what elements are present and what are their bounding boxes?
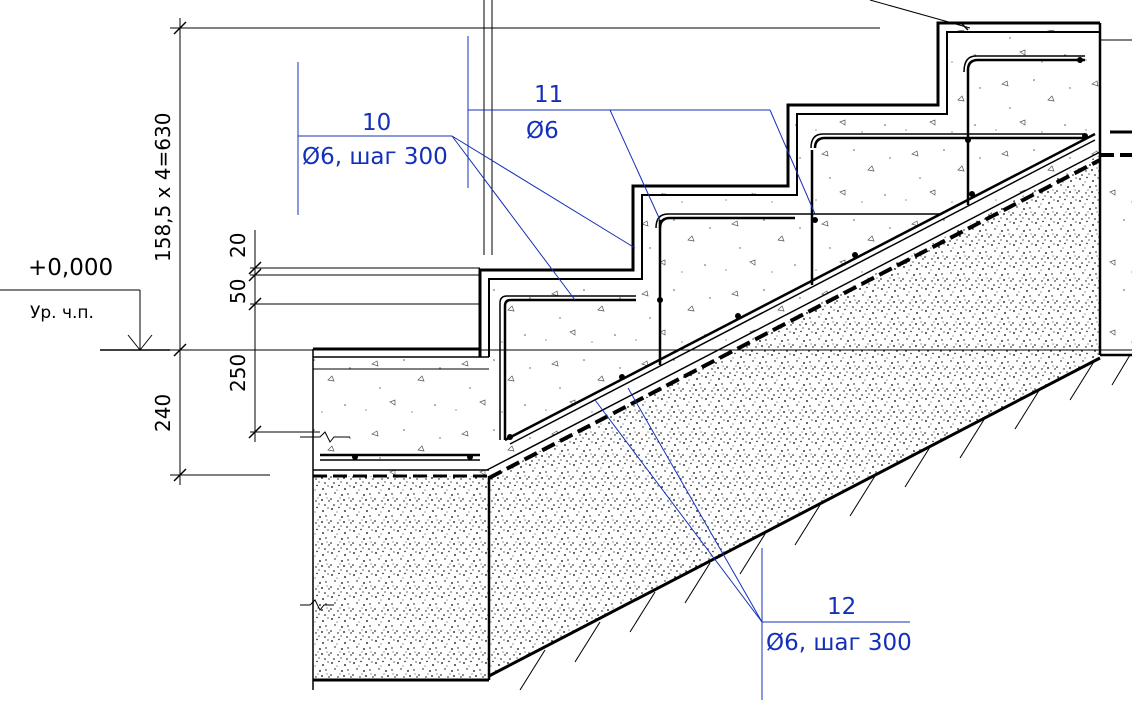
dim-20: 20 (226, 233, 250, 258)
dim-250: 250 (226, 354, 250, 392)
callout-11-spec: Ø6 (526, 118, 559, 144)
dim-240: 240 (151, 394, 175, 432)
break-mark-bottom (300, 599, 334, 611)
callout-leaders (297, 36, 910, 700)
dim-steps: 158,5 x 4=630 (151, 113, 175, 262)
callout-11-number: 11 (534, 82, 563, 108)
stair-soffit (486, 151, 1101, 471)
callout-12-number: 12 (827, 594, 856, 620)
stair-finish-inner (488, 31, 1100, 357)
stair-concrete (487, 30, 1100, 470)
callout-10-spec: Ø6, шаг 300 (302, 144, 448, 170)
callout-10-number: 10 (362, 110, 391, 136)
dim-50: 50 (226, 279, 250, 304)
break-mark-top (300, 431, 350, 443)
stair-finish-outer (478, 21, 1100, 357)
stair-soffit-dash (488, 158, 1101, 480)
floor-slab (313, 357, 489, 475)
compacted-fill (489, 155, 1100, 676)
rebar-dots (352, 57, 1088, 460)
ground-hatching (519, 354, 1131, 691)
dimension-lines (170, 0, 1132, 485)
level-label: Ур. ч.п. (30, 303, 94, 323)
level-value: +0,000 (28, 255, 113, 281)
landing-slab (1100, 152, 1132, 352)
callout-12-spec: Ø6, шаг 300 (766, 630, 912, 656)
slab-base-fill (313, 476, 489, 678)
fill-bottom (488, 356, 1101, 678)
rebar-cages (320, 55, 1096, 461)
level-marker (0, 289, 170, 351)
